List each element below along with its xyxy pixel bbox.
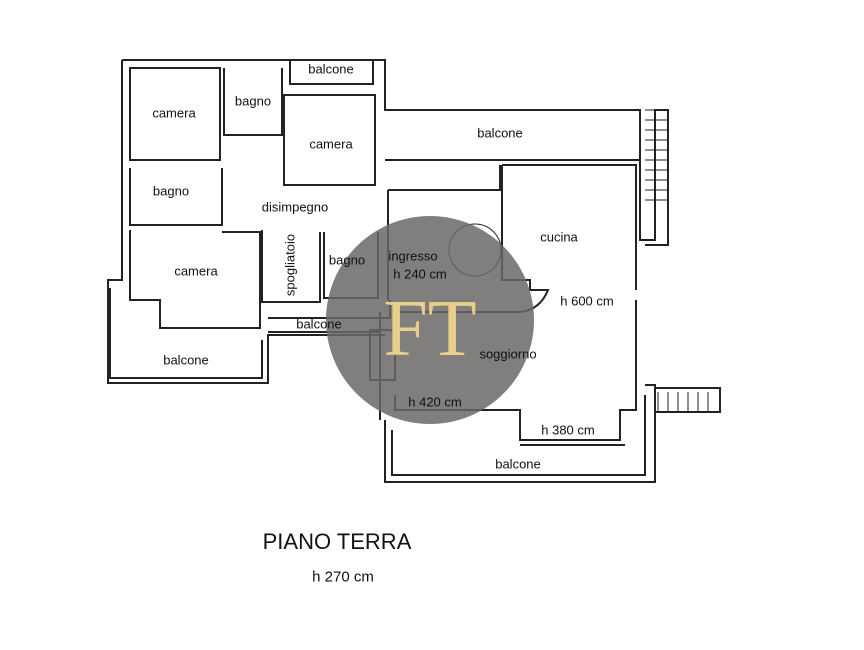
watermark: FT [326, 216, 534, 424]
room-label: camera [174, 263, 218, 279]
room-label: soggiorno [479, 346, 537, 362]
room-label: balcone [495, 456, 541, 472]
room-label: bagno [152, 183, 190, 199]
room-label: camera [309, 136, 353, 152]
room-height: h 380 cm [541, 422, 595, 438]
room-height: h 600 cm [560, 293, 614, 309]
room-label: bagno [328, 252, 366, 268]
room-label: bagno [234, 93, 272, 109]
room-label: ingresso [388, 248, 438, 264]
room-label: camera [152, 105, 196, 121]
room-label: balcone [163, 352, 209, 368]
room-label: balcone [477, 125, 523, 141]
room-label: balcone [308, 61, 354, 77]
room-label: cucina [540, 229, 578, 245]
plan-height: h 270 cm [312, 568, 374, 586]
room-height: h 420 cm [408, 394, 462, 410]
walls [107, 59, 721, 483]
room-height: h 240 cm [393, 266, 447, 282]
svg-text:FT: FT [383, 285, 476, 373]
room-label: balcone [296, 316, 342, 332]
room-label: spogliatoio [282, 233, 298, 297]
room-label: disimpegno [261, 199, 329, 215]
plan-title: PIANO TERRA [262, 529, 412, 554]
